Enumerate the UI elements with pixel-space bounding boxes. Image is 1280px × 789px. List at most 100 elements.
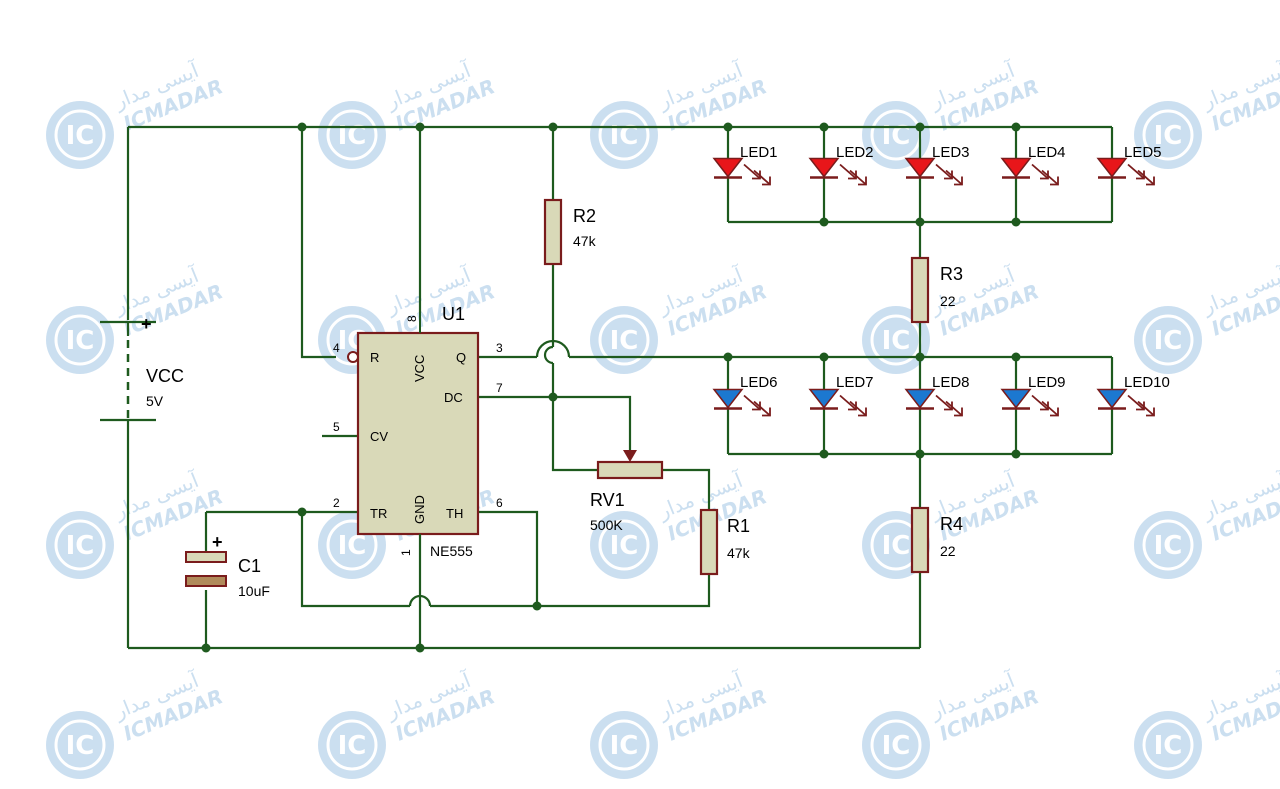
ic-pin-num-2: 2 bbox=[333, 496, 340, 510]
watermark-logo-ring bbox=[1142, 519, 1194, 571]
watermark-logo-ring bbox=[326, 719, 378, 771]
watermark-logo-label: IC bbox=[882, 326, 911, 356]
ic-pin-name-cv: CV bbox=[370, 429, 388, 444]
watermark-logo-label: IC bbox=[338, 121, 367, 151]
r2-resistor: R2 47k bbox=[543, 198, 597, 266]
c1-ref: C1 bbox=[238, 556, 261, 576]
vcc-battery: + VCC 5V bbox=[100, 314, 184, 440]
watermark-logo-ring bbox=[598, 519, 650, 571]
ic-pin-name-th: TH bbox=[446, 506, 463, 521]
led-arrow-line bbox=[1127, 163, 1145, 180]
led-arrow-line bbox=[1137, 400, 1155, 417]
ic-part: NE555 bbox=[430, 543, 473, 559]
vcc-polarity: + bbox=[141, 314, 152, 334]
wire-reset bbox=[300, 127, 336, 359]
watermark-logo-label: IC bbox=[1154, 531, 1183, 561]
led-ref-label: LED7 bbox=[836, 374, 874, 391]
watermark-logo-ring bbox=[598, 719, 650, 771]
watermark-logo-label: IC bbox=[338, 731, 367, 761]
ic-ref: U1 bbox=[442, 304, 465, 324]
junction-dot bbox=[723, 352, 733, 362]
ic-pin-num-8: 8 bbox=[405, 315, 419, 322]
led-arrow-line bbox=[849, 400, 867, 417]
junction-dot bbox=[415, 122, 425, 132]
junction-dot bbox=[915, 217, 925, 227]
watermark-logo-ring bbox=[598, 109, 650, 161]
blue-led-4: LED9 bbox=[1000, 357, 1066, 454]
watermark-logo-label: IC bbox=[610, 531, 639, 561]
ic-pin-num-7: 7 bbox=[496, 381, 503, 395]
r3-value: 22 bbox=[940, 293, 956, 309]
vcc-ref: VCC bbox=[146, 366, 184, 386]
led-ref-label: LED8 bbox=[932, 374, 970, 391]
led-ref-label: LED10 bbox=[1124, 374, 1170, 391]
rv1-wiper-arrow bbox=[623, 450, 637, 462]
led-arrow-line bbox=[1041, 400, 1059, 417]
led-arrow-line bbox=[1137, 169, 1155, 186]
junction-dot bbox=[819, 122, 829, 132]
led-ref-label: LED3 bbox=[932, 144, 970, 161]
ic-pin-name-vcc: VCC bbox=[412, 355, 427, 382]
ic-pin-name-tr: TR bbox=[370, 506, 387, 521]
led-arrow-line bbox=[743, 163, 761, 180]
led-arrow-head bbox=[848, 170, 857, 180]
red-led-4: LED4 bbox=[1000, 127, 1066, 222]
red-led-1: LED1 bbox=[712, 127, 778, 222]
led-arrow-head bbox=[848, 401, 857, 411]
wire-threshold bbox=[478, 510, 539, 606]
led-arrow-head bbox=[1040, 401, 1049, 411]
junction-dot bbox=[297, 122, 307, 132]
led-arrow-head bbox=[954, 176, 963, 186]
led-triangle bbox=[904, 157, 936, 178]
ic-pin-num-4: 4 bbox=[333, 341, 340, 355]
led-arrow-line bbox=[1041, 169, 1059, 186]
junction-dot bbox=[1011, 122, 1021, 132]
ne555-ic: R VCC Q DC CV TR GND TH 4 8 3 7 5 2 1 6 … bbox=[333, 304, 503, 559]
junction-dot bbox=[201, 643, 211, 653]
ic-pin-num-1: 1 bbox=[399, 549, 413, 556]
led-triangle bbox=[712, 157, 744, 178]
watermark-logo-label: IC bbox=[66, 731, 95, 761]
rv1-ref: RV1 bbox=[590, 490, 625, 510]
junction-dot bbox=[723, 122, 733, 132]
watermark-logo-ring bbox=[54, 109, 106, 161]
ic-pin-name-gnd: GND bbox=[412, 495, 427, 524]
junction-dot bbox=[548, 392, 558, 402]
watermark-logo-ring bbox=[54, 314, 106, 366]
ic-reset-bubble bbox=[347, 351, 359, 363]
led-arrow-head bbox=[752, 401, 761, 411]
rv1-body bbox=[596, 460, 664, 480]
ic-pin-name-r: R bbox=[370, 350, 379, 365]
blue-led-1: LED6 bbox=[712, 357, 778, 454]
watermark-logo-label: IC bbox=[882, 531, 911, 561]
led-arrow-head bbox=[762, 176, 771, 186]
watermark-logo-ring bbox=[326, 519, 378, 571]
ic-pin-num-5: 5 bbox=[333, 420, 340, 434]
led-arrow-line bbox=[945, 400, 963, 417]
junction-dot bbox=[532, 601, 542, 611]
led-arrow-line bbox=[753, 169, 771, 186]
watermark-logo-label: IC bbox=[1154, 121, 1183, 151]
watermark-logo-label: IC bbox=[66, 121, 95, 151]
r2-value: 47k bbox=[573, 233, 597, 249]
junction-dot bbox=[1011, 352, 1021, 362]
